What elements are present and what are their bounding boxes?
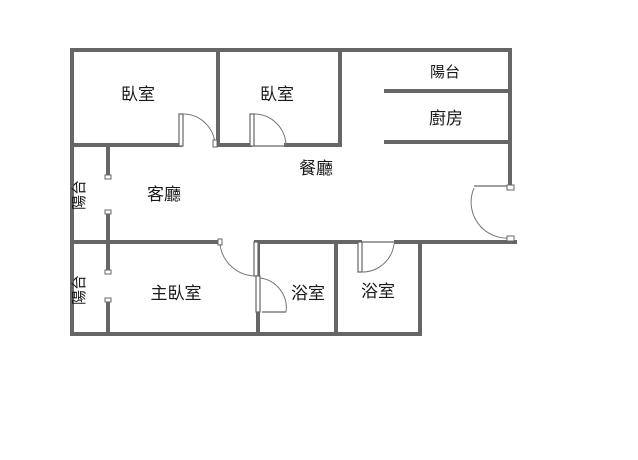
balcony-door-stub — [104, 209, 112, 215]
label-balcony-left-upper: 陽台 — [70, 180, 88, 210]
label-balcony-left-lower: 陽台 — [70, 275, 88, 305]
label-kitchen: 廚房 — [429, 108, 463, 129]
doors — [104, 113, 515, 313]
door-master-bedroom — [217, 238, 259, 277]
balcony-door-stub — [104, 269, 112, 275]
balcony-door-stub — [104, 297, 112, 303]
door-bathroom-1 — [255, 275, 287, 313]
label-bathroom-2: 浴室 — [361, 282, 395, 302]
label-living: 客廳 — [147, 185, 181, 205]
door-entrance — [470, 184, 515, 242]
label-bathroom-1: 浴室 — [291, 284, 325, 304]
balcony-door-stub — [104, 174, 112, 180]
label-bedroom-2: 臥室 — [260, 85, 294, 105]
walls — [70, 48, 517, 336]
label-bedroom-1: 臥室 — [121, 85, 155, 105]
label-master-bedroom: 主臥室 — [151, 284, 202, 304]
door-bedroom-1 — [178, 113, 218, 148]
room-labels: 臥室 臥室 陽台 廚房 餐廳 客廳 主臥室 浴室 浴室 陽台 陽台 — [70, 63, 463, 305]
label-dining: 餐廳 — [299, 159, 333, 179]
door-bedroom-2 — [249, 113, 287, 147]
label-balcony-top: 陽台 — [430, 63, 460, 81]
door-bathroom-2 — [357, 241, 396, 273]
